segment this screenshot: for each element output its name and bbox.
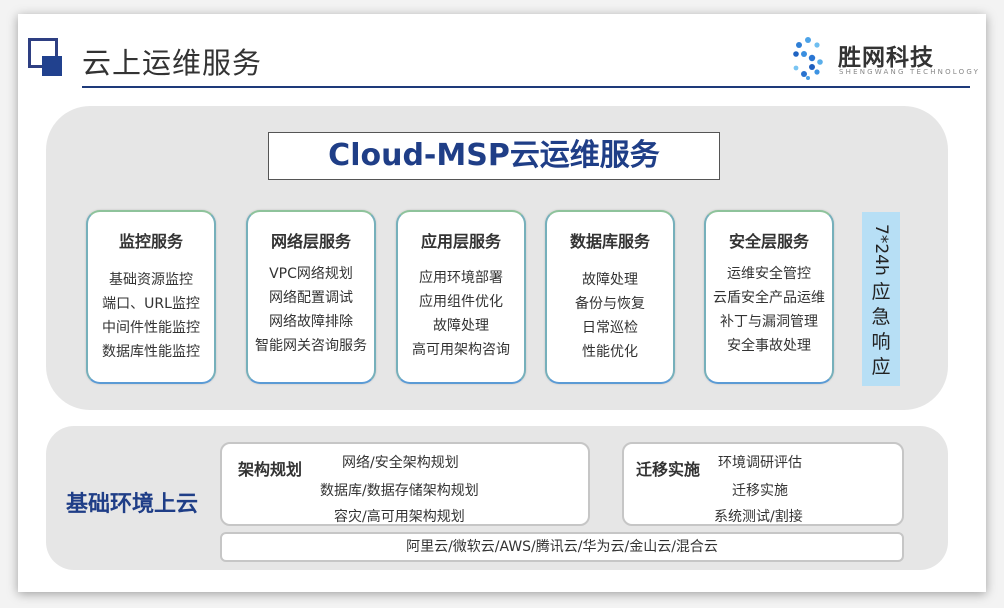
architecture-planning-box: 架构规划 网络/安全架构规划 数据库/数据存储架构规划 容灾/高可用架构规划 xyxy=(220,442,590,526)
response-char: 应 xyxy=(871,280,891,303)
service-item: 中间件性能监控 xyxy=(102,320,200,336)
service-items: 运维安全管控 云盾安全产品运维 补丁与漏洞管理 安全事故处理 xyxy=(706,262,832,358)
service-items: 故障处理 备份与恢复 日常巡检 性能优化 xyxy=(547,268,673,364)
service-title: 数据库服务 xyxy=(569,232,650,251)
service-item: 端口、URL监控 xyxy=(102,296,200,312)
logo-subtitle: SHENGWANG TECHNOLOGY xyxy=(839,68,981,76)
service-item: 运维安全管控 xyxy=(727,266,811,282)
service-card-network: 网络层服务 VPC网络规划 网络配置调试 网络故障排除 智能网关咨询服务 xyxy=(246,210,376,384)
cloud-msp-banner: Cloud-MSP云运维服务 xyxy=(268,132,720,180)
migration-item: 环境调研评估 xyxy=(718,455,802,471)
service-items: 基础资源监控 端口、URL监控 中间件性能监控 数据库性能监控 xyxy=(88,268,214,364)
response-hours: 7*24h xyxy=(871,224,891,276)
page-title: 云上运维服务 xyxy=(82,46,263,80)
service-item: 网络故障排除 xyxy=(269,314,353,330)
service-item: 智能网关咨询服务 xyxy=(255,338,367,354)
architecture-item: 容灾/高可用架构规划 xyxy=(334,509,465,525)
service-item: 网络配置调试 xyxy=(269,290,353,306)
migration-title: 迁移实施 xyxy=(636,460,701,479)
slide: 云上运维服务 胜网科技 SHENGWANG TECHNOLOGY Cloud-M… xyxy=(18,14,986,592)
architecture-title: 架构规划 xyxy=(238,460,303,479)
service-card-security: 安全层服务 运维安全管控 云盾安全产品运维 补丁与漏洞管理 安全事故处理 xyxy=(704,210,834,384)
service-item: 云盾安全产品运维 xyxy=(713,290,825,306)
header-divider xyxy=(82,86,970,88)
architecture-item: 网络/安全架构规划 xyxy=(342,455,459,471)
cloud-providers-bar: 阿里云/微软云/AWS/腾讯云/华为云/金山云/混合云 xyxy=(220,532,904,562)
architecture-item: 数据库/数据存储架构规划 xyxy=(320,483,479,499)
service-title: 安全层服务 xyxy=(728,232,809,251)
service-item: 备份与恢复 xyxy=(575,296,645,312)
service-card-database: 数据库服务 故障处理 备份与恢复 日常巡检 性能优化 xyxy=(545,210,675,384)
service-card-application: 应用层服务 应用环境部署 应用组件优化 故障处理 高可用架构咨询 xyxy=(396,210,526,384)
response-char: 应 xyxy=(871,355,891,378)
company-logo: 胜网科技 SHENGWANG TECHNOLOGY xyxy=(786,36,978,80)
base-environment-label: 基础环境上云 xyxy=(66,492,199,517)
service-item: 性能优化 xyxy=(582,344,638,360)
service-item: 数据库性能监控 xyxy=(102,344,200,360)
migration-box: 迁移实施 环境调研评估 迁移实施 系统测试/割接 xyxy=(622,442,904,526)
service-item: 补丁与漏洞管理 xyxy=(720,314,818,330)
logo-s-icon xyxy=(793,37,823,80)
emergency-response-badge: 7*24h 应 急 响 应 xyxy=(862,212,900,386)
response-char: 急 xyxy=(871,305,891,328)
service-item: 故障处理 xyxy=(433,318,489,334)
service-item: 日常巡检 xyxy=(582,320,638,336)
service-title: 网络层服务 xyxy=(270,232,351,251)
migration-item: 系统测试/割接 xyxy=(714,509,803,525)
service-item: 故障处理 xyxy=(582,272,638,288)
service-items: 应用环境部署 应用组件优化 故障处理 高可用架构咨询 xyxy=(398,266,524,362)
service-card-monitoring: 监控服务 基础资源监控 端口、URL监控 中间件性能监控 数据库性能监控 xyxy=(86,210,216,384)
service-item: 基础资源监控 xyxy=(109,272,193,288)
header-decoration-square xyxy=(42,56,62,76)
service-item: 安全事故处理 xyxy=(727,338,811,354)
service-item: VPC网络规划 xyxy=(269,266,353,282)
service-title: 监控服务 xyxy=(118,232,183,251)
service-item: 高可用架构咨询 xyxy=(412,342,510,358)
response-char: 响 xyxy=(871,330,891,353)
service-items: VPC网络规划 网络配置调试 网络故障排除 智能网关咨询服务 xyxy=(248,262,374,358)
logo-name: 胜网科技 xyxy=(838,45,934,71)
migration-item: 迁移实施 xyxy=(732,483,788,499)
service-item: 应用组件优化 xyxy=(419,294,503,310)
service-title: 应用层服务 xyxy=(420,232,501,251)
service-item: 应用环境部署 xyxy=(419,270,503,286)
